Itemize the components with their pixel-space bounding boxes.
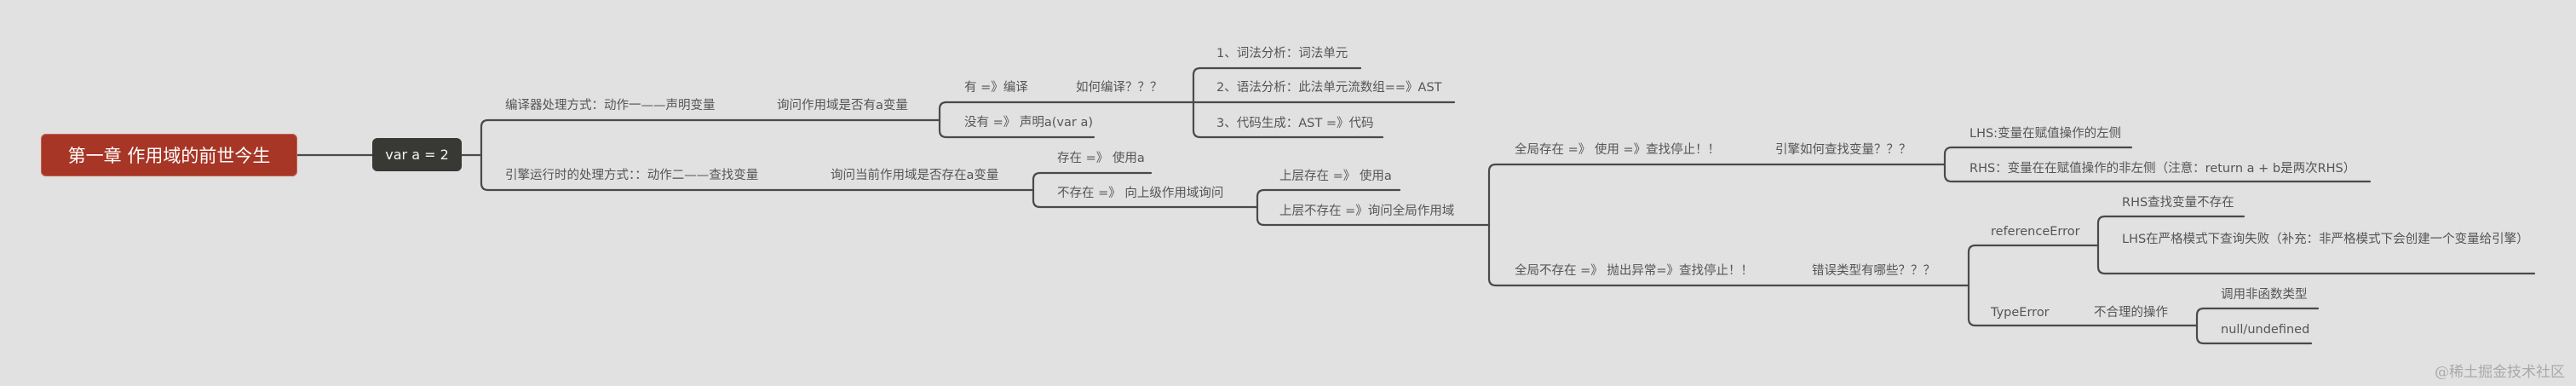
compile-step-1: 1、词法分析：词法单元: [1216, 47, 1348, 60]
watermark: @稀土掘金技术社区: [2435, 364, 2565, 381]
reference-error-label: referenceError: [1991, 225, 2080, 239]
rhs-description: RHS：变量在在赋值操作的非左侧（注意：return a + b是两次RHS）: [1969, 162, 2356, 176]
type-error-cause-call: 调用非函数类型: [2221, 288, 2308, 302]
type-error-reason: 不合理的操作: [2094, 306, 2168, 320]
global-not-exists: 全局不存在 =》 抛出异常=》查找停止！！: [1515, 264, 1754, 278]
compiler-branch-label: 编译器处理方式：动作一——声明变量: [505, 99, 716, 112]
type-error-cause-null: null/undefined: [2221, 323, 2310, 337]
compiler-answer-no: 没有 =》 声明a(var a): [964, 116, 1093, 130]
engine-answer-not-exists: 不存在 =》 向上级作用域询问: [1057, 187, 1224, 200]
lhs-description: LHS:变量在赋值操作的左侧: [1969, 127, 2122, 141]
engine-answer-exists: 存在 =》 使用a: [1057, 152, 1145, 165]
bracket-compiler-answers: [938, 101, 1195, 139]
center-node: var a = 2: [372, 138, 462, 171]
compile-step-3: 3、代码生成：AST =》代码: [1216, 117, 1374, 130]
bracket-center-branches: [480, 118, 1035, 192]
center-node-label: var a = 2: [385, 147, 449, 163]
engine-branch-label: 引擎运行时的处理方式：：动作二——查找变量: [505, 169, 759, 182]
upper-scope-not-exists: 上层不存在 =》询问全局作用域: [1279, 205, 1455, 218]
root-node-label: 第一章 作用域的前世今生: [67, 146, 271, 166]
upper-scope-exists: 上层存在 =》 使用a: [1279, 170, 1392, 183]
bracket-lhs-rhs: [1943, 146, 2372, 183]
lookup-question: 引擎如何查找变量？？？: [1775, 143, 1912, 157]
reference-error-cause-lhs: LHS在严格模式下查询失败（补充：非严格模式下会创建一个变量给引擎）: [2122, 233, 2529, 246]
compile-step-2: 2、语法分析：此法单元流数组==》AST: [1216, 81, 1442, 95]
compiler-how-question: 如何编译？？？: [1076, 81, 1163, 95]
error-types-question: 错误类型有哪些？？？: [1812, 264, 1935, 278]
compiler-question-label: 询问作用域是否有a变量: [777, 99, 908, 112]
root-node: 第一章 作用域的前世今生: [41, 134, 297, 176]
engine-question-label: 询问当前作用域是否存在a变量: [831, 169, 999, 182]
reference-error-cause-rhs: RHS查找变量不存在: [2122, 196, 2234, 210]
bracket-type-error: [2195, 307, 2320, 345]
bracket-reference-error: [2096, 215, 2536, 275]
global-exists: 全局存在 =》 使用 =》查找停止！！: [1515, 143, 1721, 157]
bracket-engine-answers: [1032, 171, 1259, 209]
bracket-global-scope: [1487, 163, 1970, 287]
type-error-label: TypeError: [1991, 306, 2050, 320]
bracket-error-types: [1967, 244, 2199, 327]
compiler-answer-yes: 有 =》编译: [964, 81, 1028, 95]
bracket-upper-scope: [1256, 188, 1491, 227]
